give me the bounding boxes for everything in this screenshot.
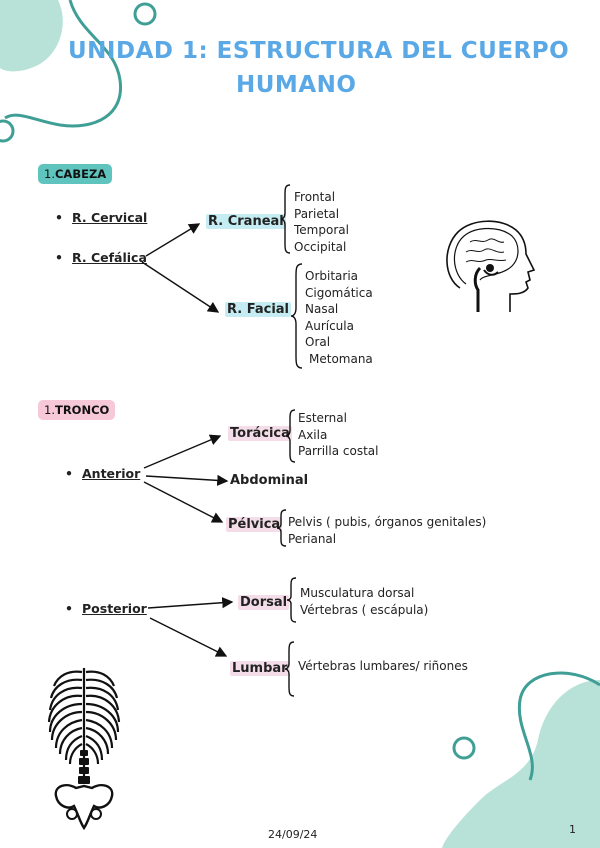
facial-item: Oral [305,335,331,349]
bullet-posterior: Posterior [65,601,147,616]
region-facial: R. Facial [225,302,291,317]
mint-blob-top-left [0,0,63,72]
section-cabeza-label: CABEZA [54,167,107,181]
head-sagittal-illustration [446,220,536,312]
dorsal-item: Musculatura dorsal [300,586,415,600]
region-craneal: R. Craneal [206,214,286,229]
bullet-anterior: Anterior [65,466,140,481]
region-lumbar: Lumbar [230,661,290,676]
arrow-to-pelvica [143,481,224,523]
brace-facial [290,263,303,369]
pelvis [54,784,114,831]
bullet-r-cervical: R. Cervical [55,210,147,225]
mint-blob-bottom-right [442,680,600,848]
page-title-line1: UNIDAD 1: ESTRUCTURA DEL CUERPO [68,38,570,64]
arrow-to-abdominal [145,474,229,486]
craneal-item: Temporal [294,223,349,237]
facial-item: Nasal [305,302,339,316]
region-dorsal: Dorsal [238,595,290,610]
arrow-to-toracica [143,434,222,469]
arrows-cabeza [141,223,220,313]
craneal-item: Frontal [294,190,336,204]
arrow-to-lumbar [149,617,228,657]
arrow-to-dorsal [147,597,234,609]
teal-ring-left [0,119,15,143]
brace-toracica [285,409,296,463]
section-cabeza-number: 1. [44,167,55,181]
teal-ring-top [133,2,157,26]
brace-lumbar [284,641,295,697]
section-tronco-label: TRONCO [54,403,110,417]
brace-dorsal [286,577,297,623]
toracica-item: Axila [298,427,328,442]
facial-item: Aurícula [305,318,354,333]
lumbar-item: Vértebras lumbares/ riñones [298,659,468,673]
list-lumbar: Vértebras lumbares/ riñones [298,658,468,675]
section-tronco-number: 1. [44,403,55,417]
decor-top-left [0,0,157,143]
section-tronco-badge: 1.TRONCO [38,400,116,420]
list-pelvica: Pelvis ( pubis, órganos genitales) Peria… [288,514,486,547]
craneal-item: Parietal [294,206,340,221]
list-dorsal: Musculatura dorsal Vértebras ( escápula) [300,585,428,618]
section-cabeza-badge: 1.CABEZA [38,164,113,184]
arrow-to-craneal [145,223,201,257]
brace-pelvica [276,509,287,547]
teal-ring-bottom [452,736,476,760]
page-number: 1 [569,823,576,836]
region-abdominal: Abdominal [230,473,309,488]
pelvica-item: Pelvis ( pubis, órganos genitales) [288,515,487,529]
teal-curve-top-left [4,0,123,128]
toracica-item: Esternal [298,411,347,425]
craneal-item: Occipital [294,239,347,254]
arrows-tronco [143,434,234,657]
region-toracica: Torácica [228,426,292,441]
teal-curve-bottom-right [517,671,600,781]
list-craneal: Frontal Parietal Temporal Occipital [294,189,349,255]
ribcage-illustration [47,668,121,831]
list-toracica: Esternal Axila Parrilla costal [298,410,378,460]
dorsal-item: Vértebras ( escápula) [300,602,429,617]
facial-item: Metomana [309,351,373,366]
page-title-line2: HUMANO [236,72,357,98]
brace-craneal [280,184,291,254]
pelvica-item: Perianal [288,531,337,546]
decor-bottom-right [442,671,600,848]
list-facial: Orbitaria Cigomática Nasal Aurícula Oral… [305,268,373,367]
facial-item: Orbitaria [305,269,359,283]
footer-date: 24/09/24 [268,828,318,841]
toracica-item: Parrilla costal [298,444,379,458]
facial-item: Cigomática [305,285,373,300]
region-pelvica: Pélvica [226,517,283,532]
arrow-to-facial [141,261,220,313]
bullet-r-cefalica: R. Cefálica [55,250,147,265]
